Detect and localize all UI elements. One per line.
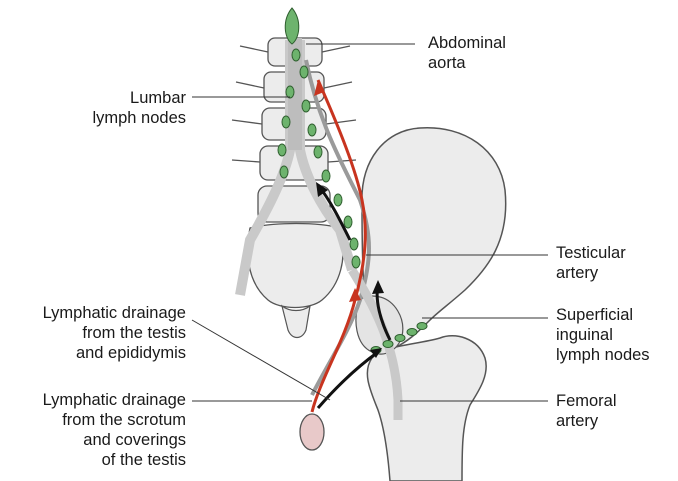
femoral-artery-label: Femoral artery xyxy=(556,391,617,431)
top-leaf xyxy=(285,8,299,44)
superficial-inguinal-lymph-nodes-label: Superficial inguinal lymph nodes xyxy=(556,305,650,365)
lumbar-lymph-nodes-label: Lumbar lymph nodes xyxy=(92,88,186,128)
lymphatic-drainage-testis-label: Lymphatic drainage from the testis and e… xyxy=(43,303,186,363)
abdominal-aorta-label: Abdominal aorta xyxy=(428,33,506,73)
testis xyxy=(300,414,324,450)
testicular-artery-label: Testicular artery xyxy=(556,243,626,283)
sacrum xyxy=(248,224,343,308)
coccyx xyxy=(282,306,310,338)
lymphatic-drainage-scrotum-label: Lymphatic drainage from the scrotum and … xyxy=(43,390,186,470)
femur xyxy=(367,336,486,481)
